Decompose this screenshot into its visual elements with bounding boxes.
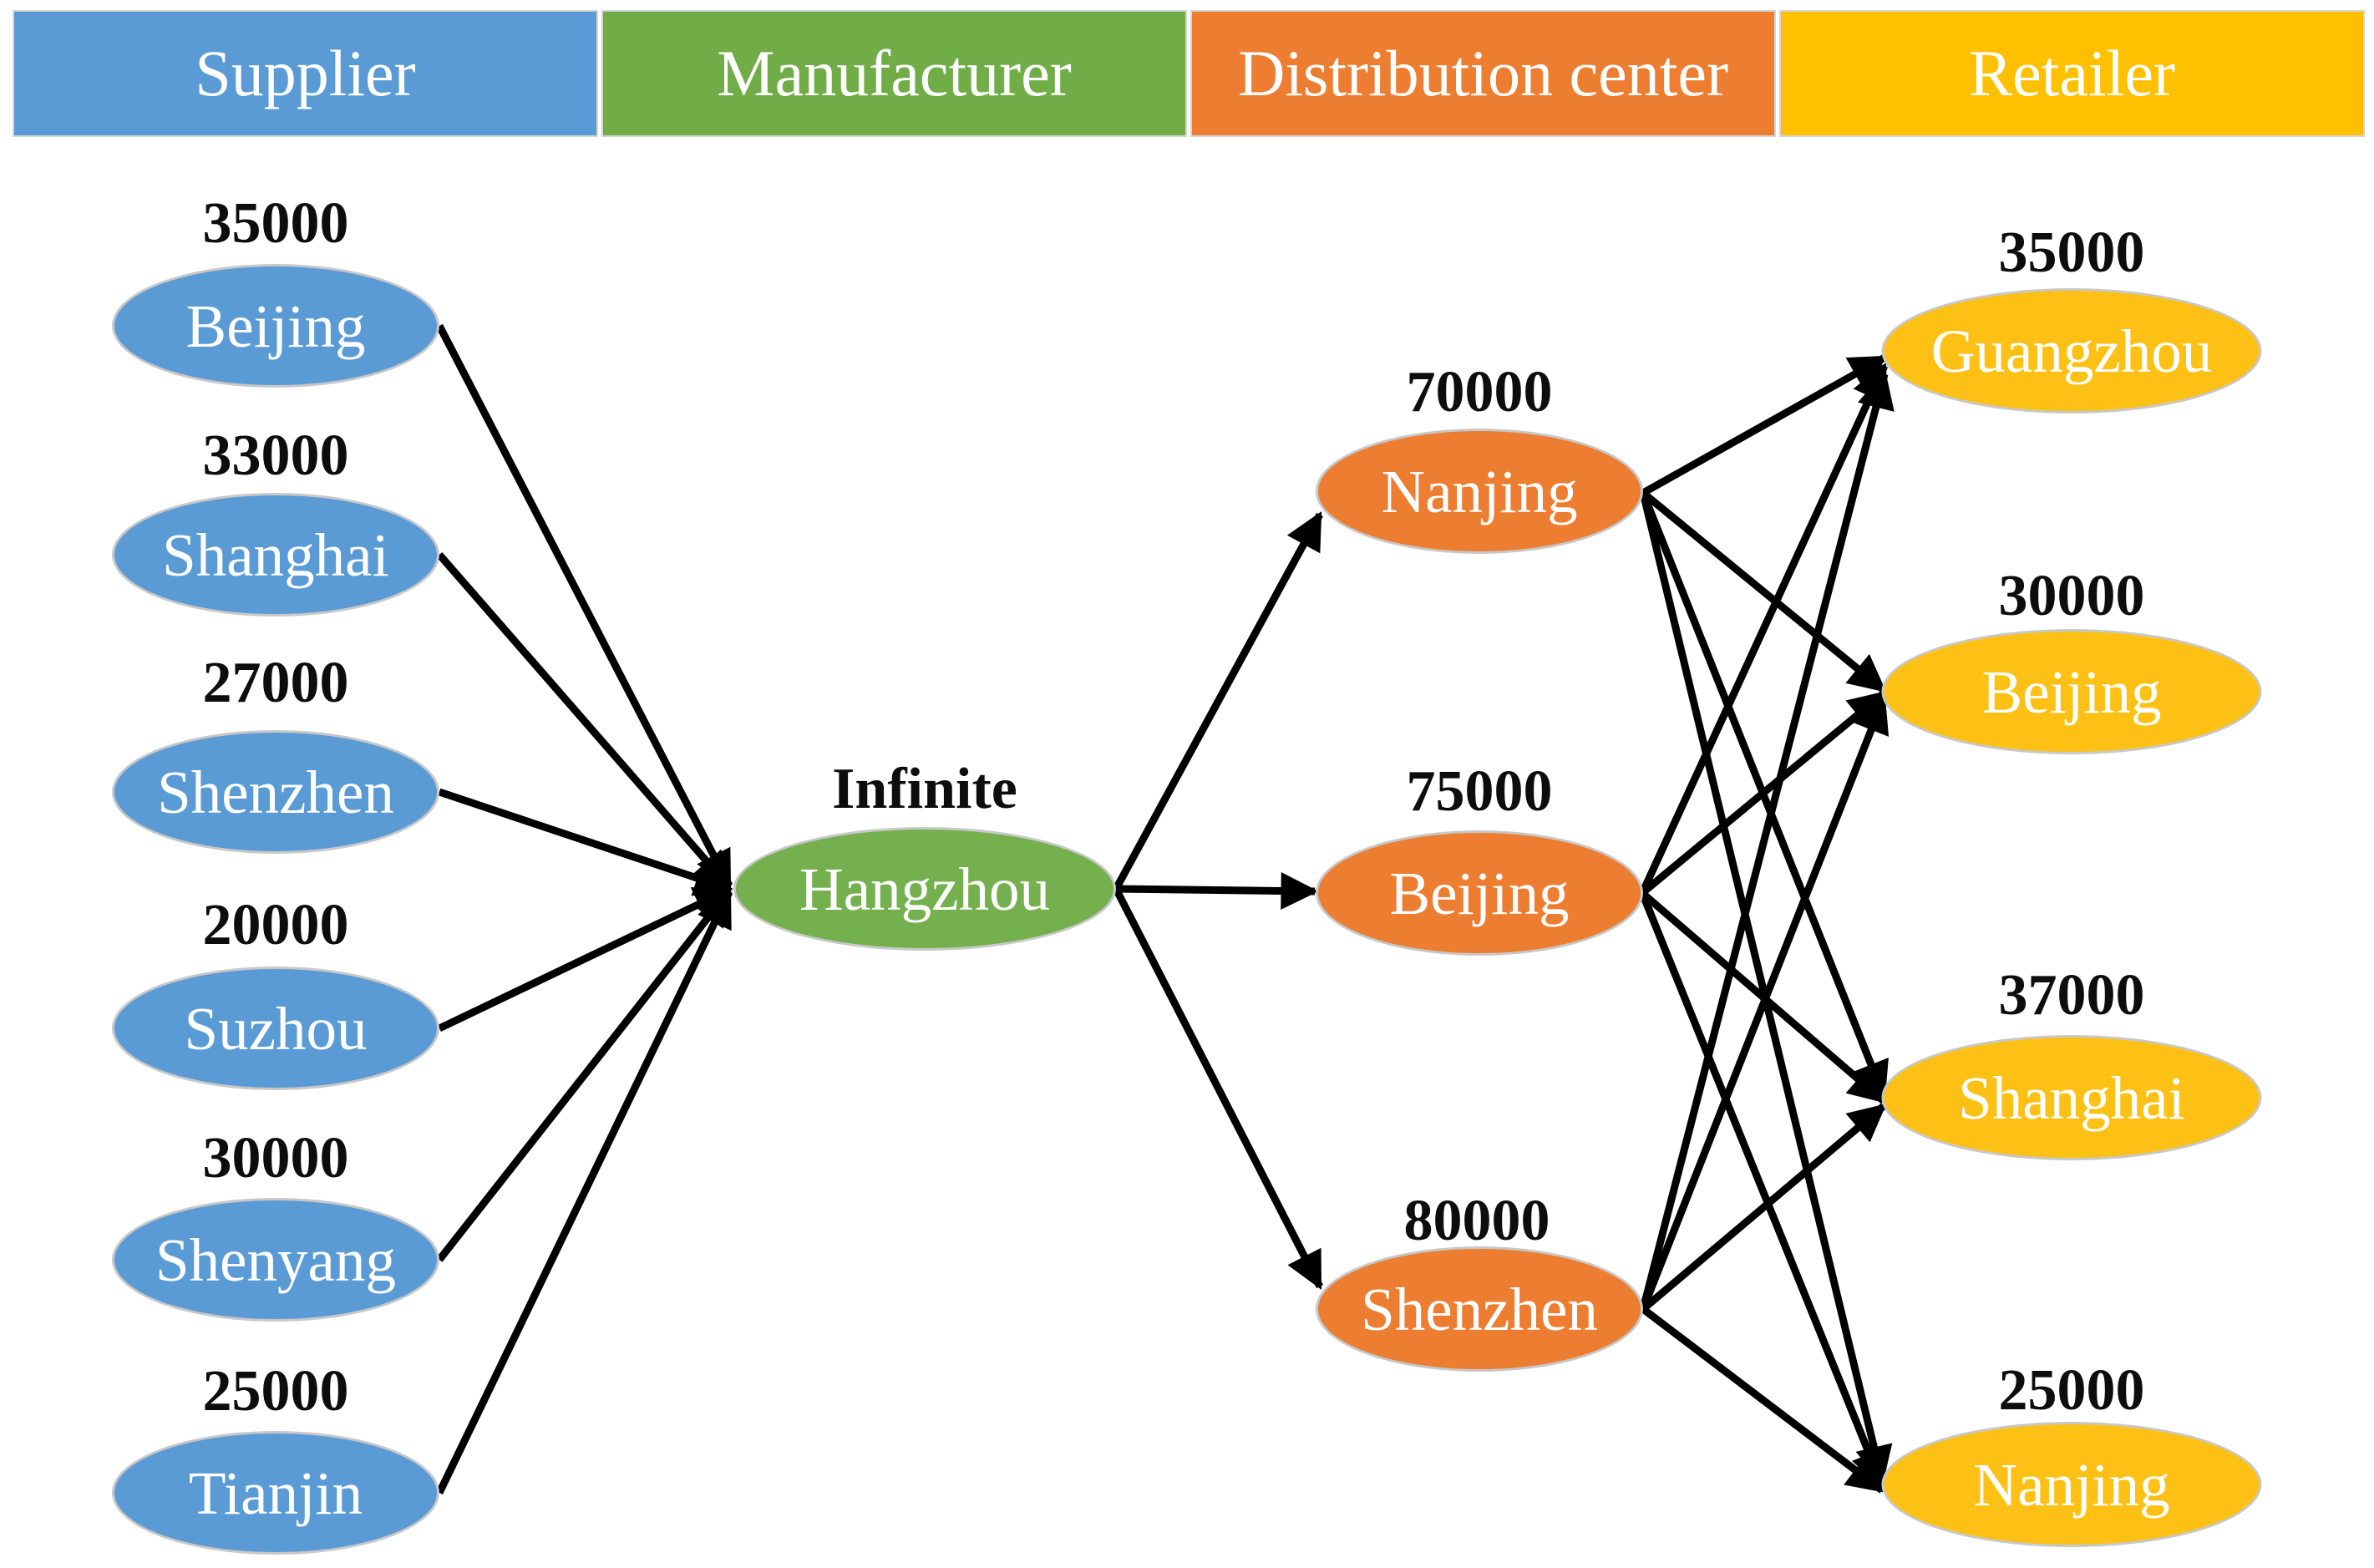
supplier-suzhou-value: 20000 xyxy=(202,893,349,957)
dc-node-beijing: Beijing xyxy=(1316,830,1643,956)
retailer-node-beijing: Beijing xyxy=(1881,629,2262,754)
supplier-shenyang-value: 30000 xyxy=(202,1126,349,1190)
retailer-guangzhou-label: Guangzhou xyxy=(1930,317,2213,385)
supplier-shanghai-value: 33000 xyxy=(202,424,349,488)
retailer-node-guangzhou: Guangzhou xyxy=(1881,288,2262,414)
edge-supplier-shanghai-to-hangzhou xyxy=(436,552,733,891)
stage-header-supplier-label: Supplier xyxy=(195,37,416,109)
dc-shenzhen-value: 80000 xyxy=(1403,1189,1550,1253)
stage-header-distribution-center: Distribution center xyxy=(1190,10,1776,137)
supplier-node-beijing: Beijing xyxy=(112,264,439,388)
edge-dc-beijing-to-nanjing xyxy=(1638,891,1887,1489)
dc-node-nanjing: Nanjing xyxy=(1316,429,1643,554)
retailer-nanjing-label: Nanjing xyxy=(1973,1450,2170,1519)
retailer-beijing-value: 30000 xyxy=(1998,564,2145,628)
supplier-node-shenyang: Shenyang xyxy=(112,1198,439,1322)
supplier-suzhou-label: Suzhou xyxy=(184,994,368,1063)
retailer-guangzhou-value: 35000 xyxy=(1998,221,2145,285)
edge-dc-shenzhen-to-shanghai xyxy=(1641,1103,1887,1312)
edge-dc-nanjing-to-guangzhou xyxy=(1641,354,1888,496)
edge-hangzhou-to-dc-shenzhen xyxy=(1112,886,1324,1291)
supplier-node-tianjin: Tianjin xyxy=(112,1431,439,1555)
stage-header-bar: Supplier Manufacturer Distribution cente… xyxy=(13,10,2365,137)
edge-hangzhou-to-dc-beijing xyxy=(1115,871,1319,910)
stage-header-distribution-center-label: Distribution center xyxy=(1237,37,1729,109)
edge-hangzhou-to-dc-nanjing xyxy=(1113,511,1323,891)
edge-dc-shenzhen-to-nanjing xyxy=(1641,1306,1885,1494)
stage-header-manufacturer: Manufacturer xyxy=(601,10,1187,137)
supplier-shenzhen-label: Shenzhen xyxy=(157,758,394,826)
dc-nanjing-label: Nanjing xyxy=(1381,457,1578,525)
edge-dc-nanjing-to-beijing xyxy=(1641,490,1887,693)
stage-header-retailer: Retailer xyxy=(1779,10,2365,137)
retailer-beijing-label: Beijing xyxy=(1981,657,2162,726)
edge-supplier-beijing-to-hangzhou xyxy=(436,323,733,889)
stage-header-manufacturer-label: Manufacturer xyxy=(717,37,1072,109)
manufacturer-hangzhou-value: Infinite xyxy=(832,757,1017,821)
supplier-beijing-label: Beijing xyxy=(185,292,366,360)
edge-dc-shenzhen-to-beijing xyxy=(1639,694,1890,1311)
edge-dc-nanjing-to-nanjing xyxy=(1639,491,1893,1484)
supplier-node-shanghai: Shanghai xyxy=(112,493,439,617)
stage-header-retailer-label: Retailer xyxy=(1969,37,2175,109)
dc-beijing-label: Beijing xyxy=(1389,859,1570,927)
edge-supplier-suzhou-to-hangzhou xyxy=(438,885,733,1033)
dc-shenzhen-label: Shenzhen xyxy=(1361,1275,1598,1343)
retailer-shanghai-label: Shanghai xyxy=(1958,1063,2185,1132)
manufacturer-node-hangzhou: Hangzhou xyxy=(733,827,1116,951)
dc-node-shenzhen: Shenzhen xyxy=(1316,1246,1643,1372)
dc-beijing-value: 75000 xyxy=(1406,759,1553,824)
edge-dc-beijing-to-guangzhou xyxy=(1638,362,1889,895)
supplier-beijing-value: 35000 xyxy=(202,191,349,256)
supplier-shanghai-label: Shanghai xyxy=(162,520,389,589)
supplier-tianjin-value: 25000 xyxy=(202,1359,349,1423)
edge-dc-beijing-to-beijing xyxy=(1640,690,1887,896)
retailer-shanghai-value: 37000 xyxy=(1998,963,2145,1028)
edge-dc-shenzhen-to-guangzhou xyxy=(1639,370,1895,1311)
edge-supplier-shenzhen-to-hangzhou xyxy=(438,788,733,896)
stage-header-supplier: Supplier xyxy=(13,10,598,137)
retailer-node-shanghai: Shanghai xyxy=(1881,1035,2262,1160)
supplier-shenzhen-value: 27000 xyxy=(202,651,349,715)
supplier-shenyang-label: Shenyang xyxy=(155,1225,396,1294)
supplier-node-suzhou: Suzhou xyxy=(112,967,439,1090)
edge-supplier-tianjin-to-hangzhou xyxy=(435,888,733,1494)
supplier-tianjin-label: Tianjin xyxy=(188,1459,363,1527)
retailer-node-nanjing: Nanjing xyxy=(1881,1422,2262,1547)
dc-nanjing-value: 70000 xyxy=(1406,360,1553,424)
edge-supplier-shenyang-to-hangzhou xyxy=(436,887,733,1262)
supplier-node-shenzhen: Shenzhen xyxy=(112,730,439,854)
manufacturer-hangzhou-label: Hangzhou xyxy=(799,855,1051,923)
retailer-nanjing-value: 25000 xyxy=(1998,1358,2145,1423)
